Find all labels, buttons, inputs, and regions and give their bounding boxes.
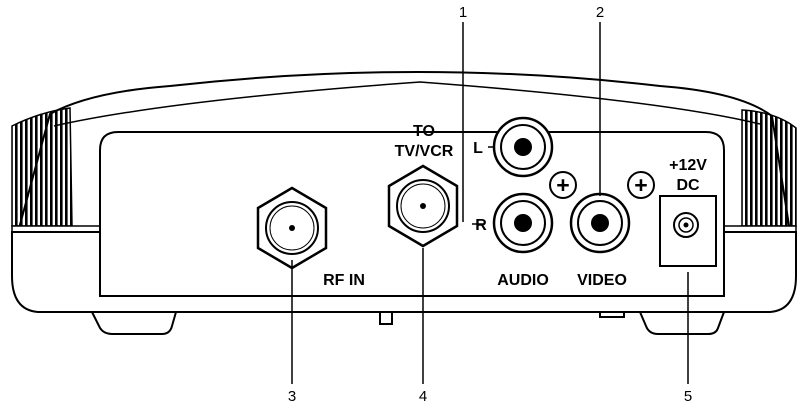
callout-lines: [291, 22, 689, 384]
label-video: VIDEO: [577, 272, 627, 289]
label-audio-left: L: [473, 140, 483, 157]
label-power-12v: +12V: [669, 157, 707, 174]
plus-marker-audio: +: [549, 171, 577, 199]
dc-power-jack: [659, 195, 717, 267]
label-to-line1: TO: [413, 123, 435, 140]
plus-marker-video: +: [627, 171, 655, 199]
housing-top-inner-edge: [53, 81, 761, 127]
callout-number-1: 1: [459, 4, 467, 21]
label-power-dc: DC: [676, 177, 700, 194]
rf-in-connector: [256, 186, 328, 270]
callout-number-4: 4: [419, 388, 427, 405]
ridged-left-side: [11, 107, 73, 227]
label-tv-vcr-line2: TV/VCR: [395, 143, 454, 160]
device-feet: [90, 311, 726, 335]
ridged-right-side: [741, 109, 797, 227]
audio-left-jack: [492, 116, 554, 178]
video-jack: [569, 192, 631, 254]
lr-bracket-lines: [472, 146, 495, 225]
audio-right-jack: [492, 192, 554, 254]
tv-vcr-out-connector: [387, 164, 459, 248]
label-rf-in: RF IN: [323, 272, 365, 289]
callout-number-2: 2: [596, 4, 604, 21]
label-audio: AUDIO: [497, 272, 549, 289]
svg-text:+: +: [634, 172, 647, 198]
label-audio-right: R: [475, 217, 487, 234]
svg-text:+: +: [556, 172, 569, 198]
callout-number-5: 5: [684, 388, 692, 405]
callout-number-3: 3: [288, 388, 296, 405]
